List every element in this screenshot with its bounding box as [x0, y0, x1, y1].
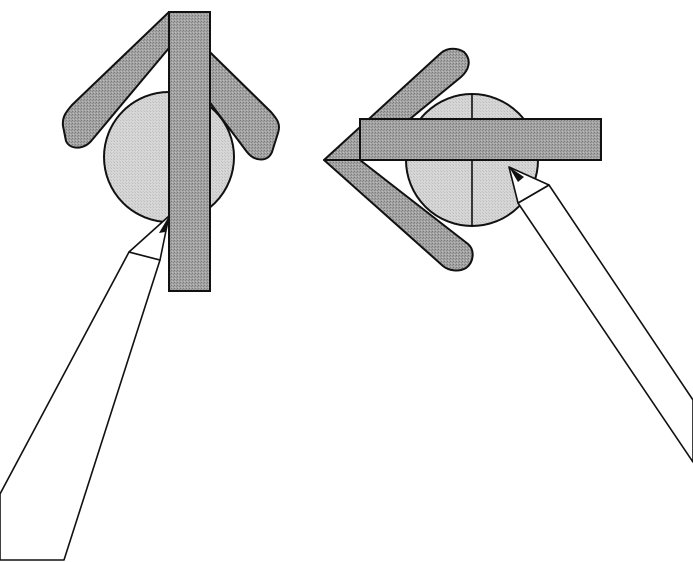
arrow-shaft-horizontal	[360, 119, 601, 160]
pencil-cone	[129, 216, 169, 260]
pencil	[0, 216, 169, 560]
arrow-up-figure	[0, 12, 279, 560]
pencil-body	[518, 185, 693, 462]
pencil	[509, 167, 693, 462]
arrow-shaft	[169, 12, 210, 291]
arrow-left-figure	[324, 49, 693, 462]
pencil-body	[0, 252, 160, 560]
